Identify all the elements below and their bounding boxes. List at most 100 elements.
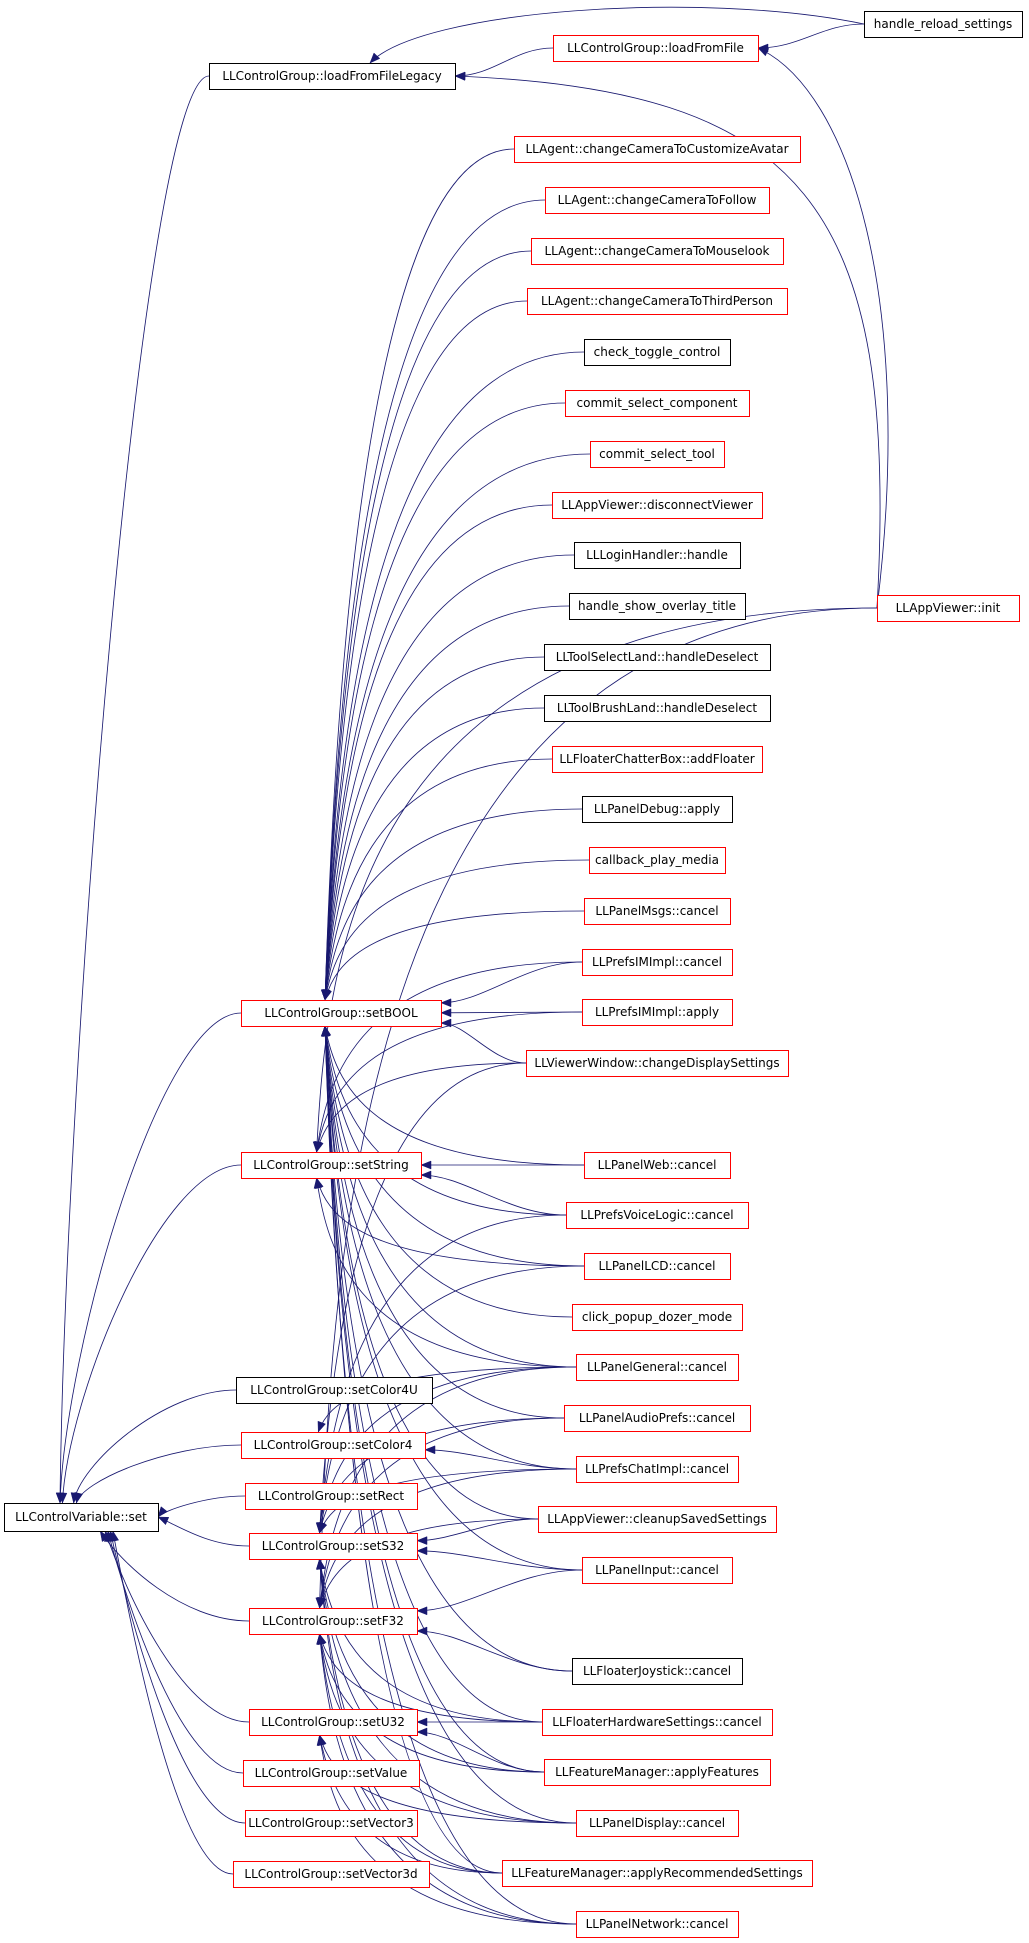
graph-node-lff[interactable]: LLControlGroup::loadFromFile [553, 35, 759, 62]
node-box[interactable] [576, 1810, 739, 1837]
graph-node-fmr[interactable]: LLFeatureManager::applyRecommendedSettin… [502, 1860, 813, 1887]
graph-node-fj[interactable]: LLFloaterJoystick::cancel [572, 1658, 743, 1685]
graph-node-sv3d[interactable]: LLControlGroup::setVector3d [233, 1861, 430, 1888]
node-box[interactable] [241, 1152, 422, 1179]
graph-node-pci[interactable]: LLPrefsChatImpl::cancel [576, 1456, 739, 1483]
graph-node-sc4[interactable]: LLControlGroup::setColor4 [241, 1432, 426, 1459]
graph-node-tsl[interactable]: LLToolSelectLand::handleDeselect [544, 644, 771, 671]
node-box[interactable] [233, 1861, 430, 1888]
graph-node-pimc[interactable]: LLPrefsIMImpl::cancel [582, 949, 733, 976]
graph-node-plcd[interactable]: LLPanelLCD::cancel [584, 1253, 731, 1280]
node-box[interactable] [249, 1608, 418, 1635]
graph-node-ctc[interactable]: check_toggle_control [584, 339, 731, 366]
graph-node-vw[interactable]: LLViewerWindow::changeDisplaySettings [526, 1050, 789, 1077]
node-box[interactable] [565, 390, 750, 417]
node-box[interactable] [502, 1860, 813, 1887]
node-box[interactable] [877, 595, 1020, 622]
graph-node-pic[interactable]: LLPanelInput::cancel [582, 1557, 733, 1584]
node-box[interactable] [544, 695, 771, 722]
node-box[interactable] [552, 492, 763, 519]
node-box[interactable] [864, 11, 1023, 38]
node-box[interactable] [236, 1377, 433, 1404]
node-box[interactable] [527, 288, 788, 315]
node-box[interactable] [245, 1483, 418, 1510]
node-box[interactable] [574, 542, 741, 569]
graph-node-dv[interactable]: LLAppViewer::disconnectViewer [552, 492, 763, 519]
node-box[interactable] [538, 1506, 777, 1533]
node-box[interactable] [584, 898, 731, 925]
node-box[interactable] [589, 847, 726, 874]
graph-node-pap[interactable]: LLPanelAudioPrefs::cancel [564, 1405, 751, 1432]
node-box[interactable] [576, 1456, 739, 1483]
node-box[interactable] [209, 63, 456, 90]
graph-node-ag2[interactable]: LLAgent::changeCameraToFollow [545, 187, 770, 214]
node-box[interactable] [542, 1709, 773, 1736]
graph-node-root[interactable]: LLControlVariable::set [4, 1503, 159, 1532]
node-box[interactable] [584, 339, 731, 366]
graph-node-fhs[interactable]: LLFloaterHardwareSettings::cancel [542, 1709, 773, 1736]
node-box[interactable] [582, 796, 733, 823]
graph-node-pw[interactable]: LLPanelWeb::cancel [584, 1152, 731, 1179]
node-box[interactable] [584, 1152, 731, 1179]
graph-node-s32[interactable]: LLControlGroup::setS32 [249, 1533, 418, 1560]
node-box[interactable] [590, 441, 725, 468]
node-box[interactable] [245, 1810, 418, 1837]
node-box[interactable] [514, 136, 801, 163]
node-box[interactable] [249, 1533, 418, 1560]
node-box[interactable] [531, 238, 784, 265]
graph-node-lffl[interactable]: LLControlGroup::loadFromFileLegacy [209, 63, 456, 90]
graph-node-ag4[interactable]: LLAgent::changeCameraToThirdPerson [527, 288, 788, 315]
graph-node-hrs[interactable]: handle_reload_settings [864, 11, 1023, 38]
graph-node-cpm[interactable]: callback_play_media [589, 847, 726, 874]
node-box[interactable] [4, 1503, 159, 1532]
graph-node-cst[interactable]: commit_select_tool [590, 441, 725, 468]
graph-node-cpd[interactable]: click_popup_dozer_mode [572, 1304, 743, 1331]
graph-node-pima[interactable]: LLPrefsIMImpl::apply [582, 999, 733, 1026]
graph-node-sb[interactable]: LLControlGroup::setBOOL [241, 1000, 442, 1027]
graph-node-sv[interactable]: LLControlGroup::setValue [243, 1760, 420, 1787]
node-box[interactable] [572, 1304, 743, 1331]
node-box[interactable] [576, 1911, 739, 1938]
graph-node-sr[interactable]: LLControlGroup::setRect [245, 1483, 418, 1510]
graph-node-pvl[interactable]: LLPrefsVoiceLogic::cancel [566, 1202, 749, 1229]
node-box[interactable] [241, 1432, 426, 1459]
graph-node-pg[interactable]: LLPanelGeneral::cancel [576, 1354, 739, 1381]
node-box[interactable] [544, 1759, 771, 1786]
graph-node-ss[interactable]: LLControlGroup::setString [241, 1152, 422, 1179]
graph-node-avc[interactable]: LLAppViewer::cleanupSavedSettings [538, 1506, 777, 1533]
graph-node-pd[interactable]: LLPanelDebug::apply [582, 796, 733, 823]
node-box[interactable] [566, 1202, 749, 1229]
graph-node-tbl[interactable]: LLToolBrushLand::handleDeselect [544, 695, 771, 722]
graph-node-csc[interactable]: commit_select_component [565, 390, 750, 417]
graph-node-init[interactable]: LLAppViewer::init [877, 595, 1020, 622]
node-box[interactable] [582, 999, 733, 1026]
node-box[interactable] [569, 593, 746, 620]
node-box[interactable] [545, 187, 770, 214]
node-box[interactable] [249, 1709, 418, 1736]
node-box[interactable] [241, 1000, 442, 1027]
node-box[interactable] [243, 1760, 420, 1787]
graph-node-sc4u[interactable]: LLControlGroup::setColor4U [236, 1377, 433, 1404]
graph-node-pmc[interactable]: LLPanelMsgs::cancel [584, 898, 731, 925]
node-box[interactable] [526, 1050, 789, 1077]
graph-node-fma[interactable]: LLFeatureManager::applyFeatures [544, 1759, 771, 1786]
node-box[interactable] [582, 1557, 733, 1584]
graph-node-f32[interactable]: LLControlGroup::setF32 [249, 1608, 418, 1635]
graph-node-pdc[interactable]: LLPanelDisplay::cancel [576, 1810, 739, 1837]
node-box[interactable] [572, 1658, 743, 1685]
graph-node-hsot[interactable]: handle_show_overlay_title [569, 593, 746, 620]
graph-node-sv3[interactable]: LLControlGroup::setVector3 [245, 1810, 418, 1837]
node-box[interactable] [552, 746, 763, 773]
graph-node-ag3[interactable]: LLAgent::changeCameraToMouselook [531, 238, 784, 265]
node-box[interactable] [564, 1405, 751, 1432]
node-box[interactable] [576, 1354, 739, 1381]
graph-node-fcb[interactable]: LLFloaterChatterBox::addFloater [552, 746, 763, 773]
graph-node-pn[interactable]: LLPanelNetwork::cancel [576, 1911, 739, 1938]
graph-node-lh[interactable]: LLLoginHandler::handle [574, 542, 741, 569]
node-box[interactable] [553, 35, 759, 62]
graph-node-u32[interactable]: LLControlGroup::setU32 [249, 1709, 418, 1736]
node-box[interactable] [584, 1253, 731, 1280]
node-box[interactable] [582, 949, 733, 976]
node-box[interactable] [544, 644, 771, 671]
graph-node-ag1[interactable]: LLAgent::changeCameraToCustomizeAvatar [514, 136, 801, 163]
